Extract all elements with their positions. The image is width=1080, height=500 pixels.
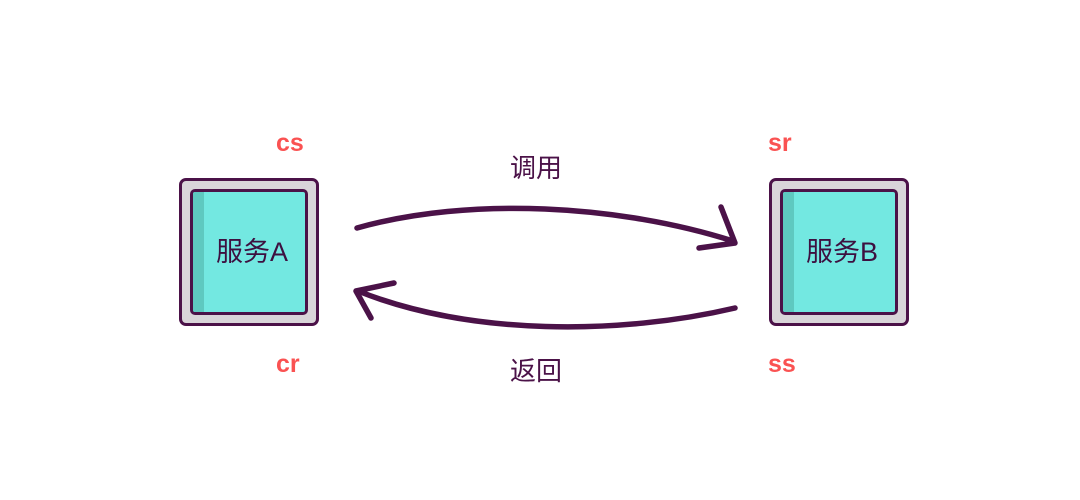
arrow-return <box>353 280 738 330</box>
annotation-token-cr: cr <box>276 350 300 378</box>
service-node-b[interactable]: 服务B <box>769 178 909 326</box>
server-box-spine <box>783 192 794 312</box>
arrow-call <box>354 204 738 251</box>
arrow-call-head-icon <box>696 204 738 251</box>
service-node-a-label: 服务A <box>215 236 288 267</box>
service-node-b-label: 服务B <box>805 236 878 267</box>
server-box-icon: 服务B <box>780 189 898 315</box>
arrow-return-caption: 返回 <box>510 356 563 386</box>
arrow-call-caption: 调用 <box>510 153 563 183</box>
arrow-return-head-icon <box>353 280 397 321</box>
arrow-return-shaft <box>355 288 738 330</box>
annotation-token-sr: sr <box>768 129 792 157</box>
arrow-call-shaft <box>354 205 736 244</box>
annotation-token-ss: ss <box>768 350 796 378</box>
server-box-spine <box>193 192 204 312</box>
annotation-token-cs: cs <box>276 129 304 157</box>
server-box-icon: 服务A <box>190 189 308 315</box>
service-node-a[interactable]: 服务A <box>179 178 319 326</box>
